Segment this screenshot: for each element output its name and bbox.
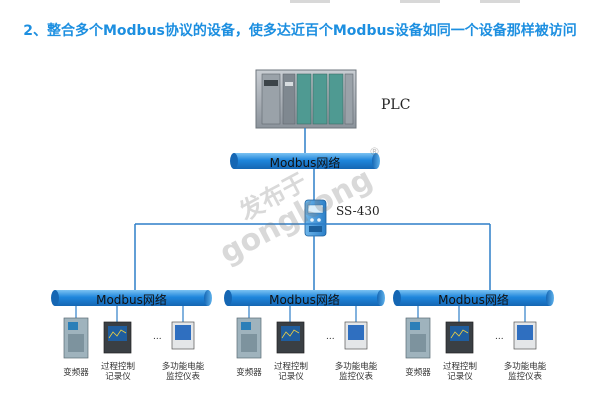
- device-drop-lines: [75, 306, 526, 322]
- branch-1-bus-label: Modbus网络: [96, 293, 167, 307]
- vfd-device-1: [63, 317, 89, 359]
- vfd-device-3: [405, 317, 431, 359]
- plc-device: [255, 69, 357, 129]
- branch-2-ellipsis: ...: [326, 332, 335, 342]
- watermark-registered-mark: ®: [369, 145, 380, 158]
- vfd-label-1: 变频器: [63, 368, 89, 378]
- branch-1-ellipsis: ...: [153, 332, 162, 342]
- recorder-device-1: [103, 321, 132, 354]
- recorder-device-3: [445, 321, 474, 354]
- recorder-label-1: 过程控制 记录仪: [100, 362, 135, 382]
- vfd-device-2: [236, 317, 262, 359]
- distribution-lines: [134, 223, 491, 290]
- ss430-converter: [304, 199, 327, 237]
- power-meter-device-1: [171, 321, 195, 350]
- power-meter-label-1: 多功能电能 监控仪表: [161, 362, 205, 382]
- branch-2-bus-label: Modbus网络: [269, 293, 340, 307]
- power-meter-label-2: 多功能电能 监控仪表: [334, 362, 378, 382]
- branch-3-bus-label: Modbus网络: [438, 293, 509, 307]
- converter-label: SS-430: [336, 204, 380, 218]
- power-meter-device-3: [513, 321, 537, 350]
- top-cropped-strip: [290, 0, 600, 6]
- branch-3-ellipsis: ...: [495, 332, 504, 342]
- vfd-label-3: 变频器: [405, 368, 431, 378]
- recorder-label-2: 过程控制 记录仪: [273, 362, 308, 382]
- vfd-label-2: 变频器: [236, 368, 262, 378]
- branch-bus-3: [393, 290, 554, 306]
- page-heading: 2、整合多个Modbus协议的设备，使多达近百个Modbus设备如同一个设备那样…: [23, 23, 577, 39]
- recorder-device-2: [276, 321, 305, 354]
- main-modbus-bus: [230, 153, 380, 169]
- recorder-label-3: 过程控制 记录仪: [442, 362, 477, 382]
- branch-bus-1: [51, 290, 212, 306]
- power-meter-device-2: [344, 321, 368, 350]
- branch-bus-2: [224, 290, 385, 306]
- power-meter-label-3: 多功能电能 监控仪表: [503, 362, 547, 382]
- plc-label: PLC: [381, 97, 411, 113]
- main-bus-label: Modbus网络: [269, 156, 341, 170]
